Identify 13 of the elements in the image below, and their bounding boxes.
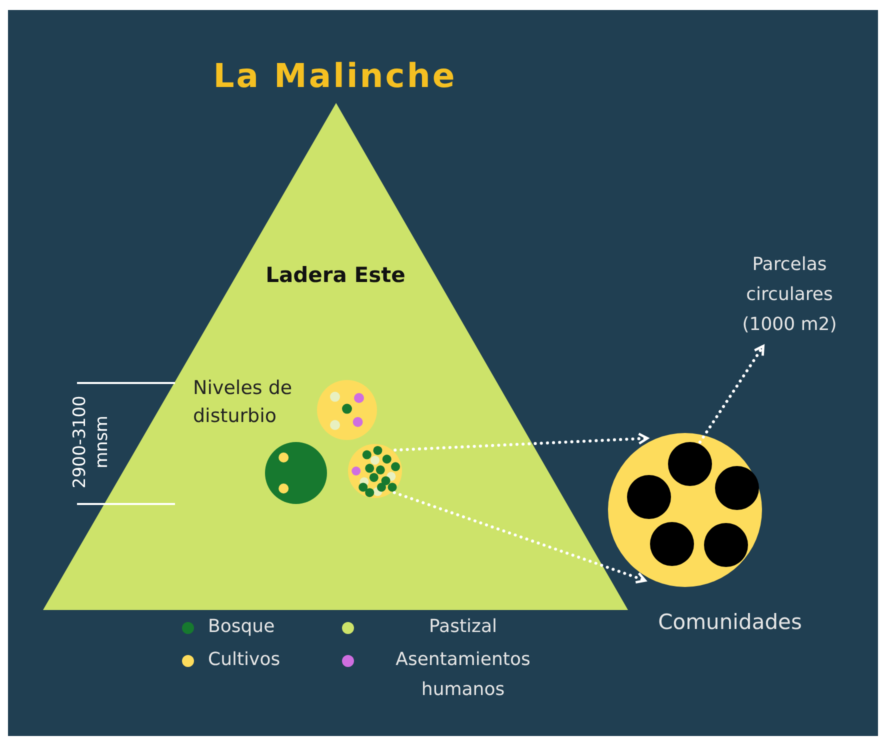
annotation-label: Niveles de disturbio [193, 376, 294, 429]
legend-label: Asentamientos humanos [394, 648, 532, 702]
node-caption: Comunidades [657, 610, 803, 634]
slope-label: Ladera Este [264, 263, 406, 287]
dotted-arrow [394, 432, 649, 452]
dimension-label: 2900-3100 mnsm [69, 394, 113, 490]
callout-label: Parcelas circulares (1000 m2) [741, 253, 838, 337]
legend-label: Pastizal [428, 615, 498, 639]
legend-label: Bosque [208, 615, 276, 639]
dotted-arrow [698, 344, 765, 444]
dotted-arrow [392, 491, 647, 584]
diagram-title: La Malinche [212, 56, 458, 95]
legend-label: Cultivos [208, 648, 282, 672]
